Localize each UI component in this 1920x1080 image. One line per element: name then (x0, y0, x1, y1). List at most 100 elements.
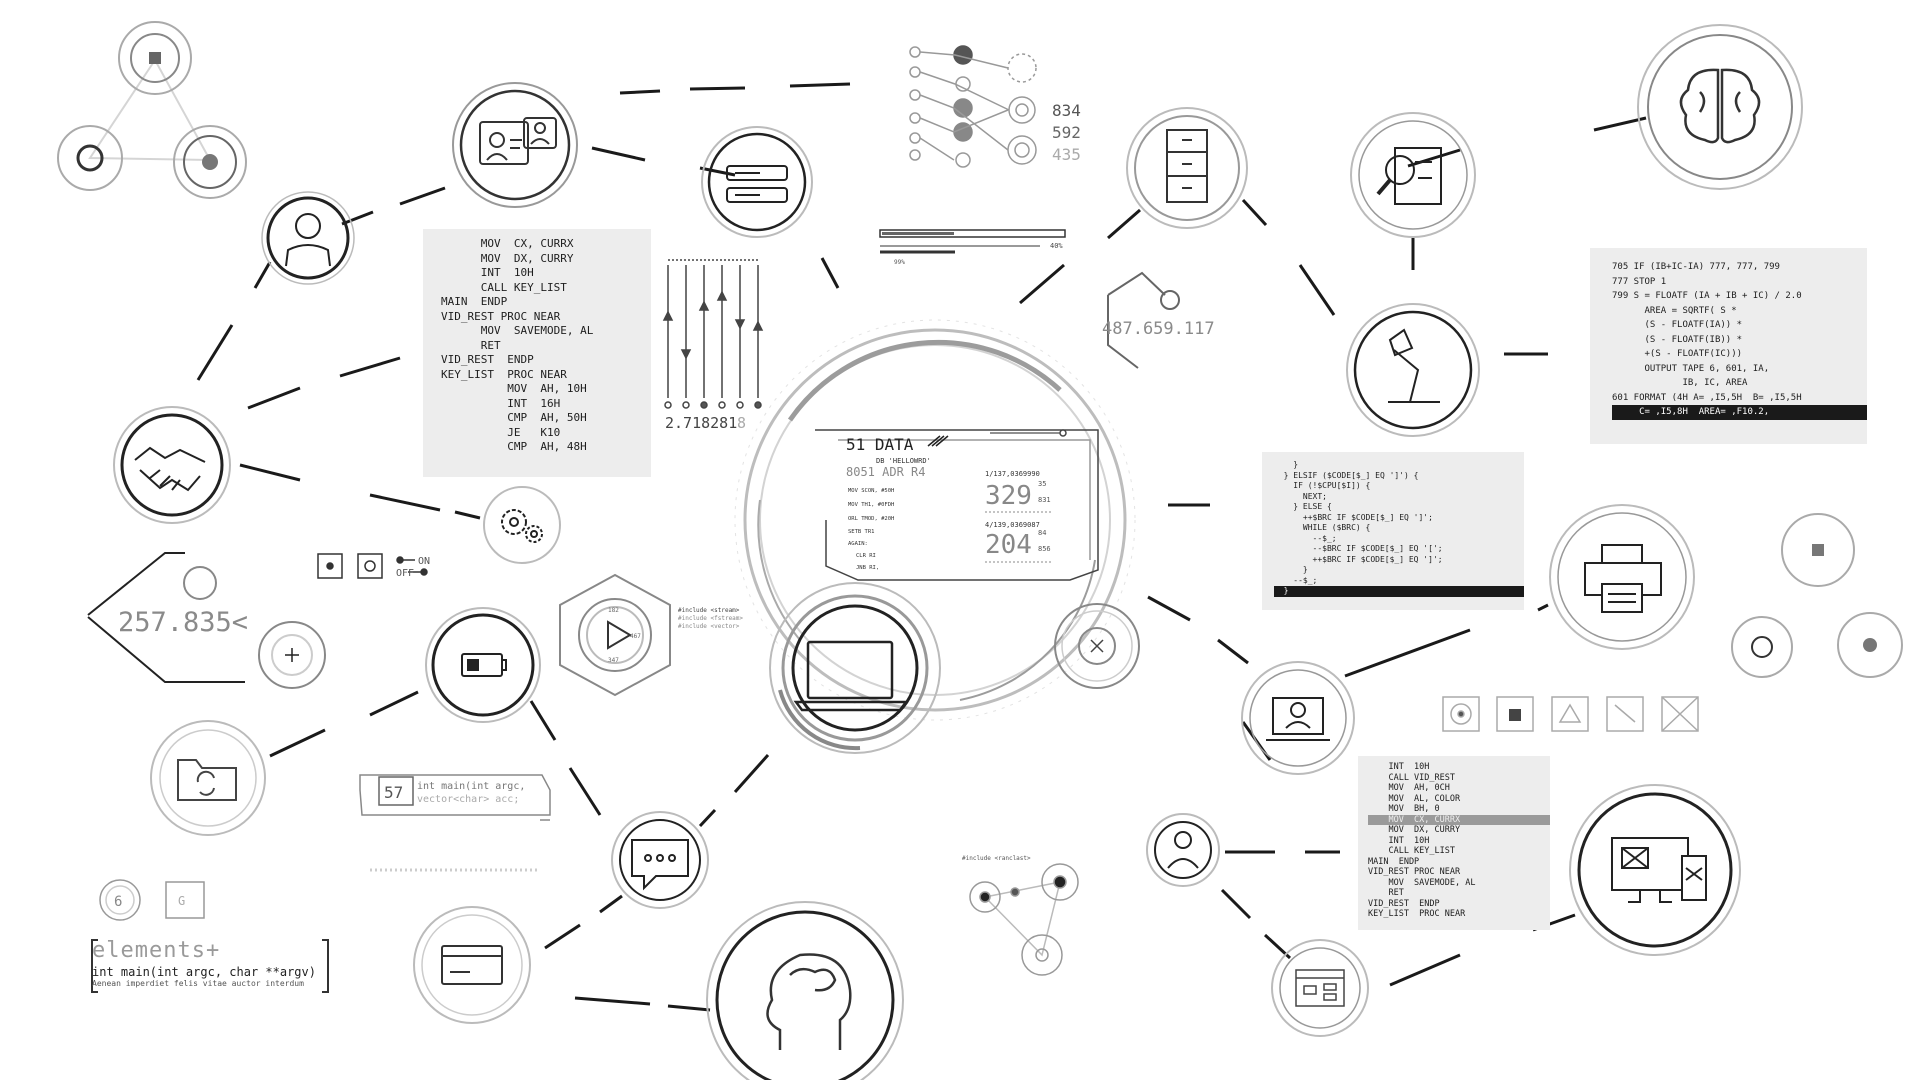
toggle-group[interactable] (317, 553, 428, 579)
stat-834: 834 (1052, 101, 1081, 120)
head-brain-node[interactable] (706, 901, 904, 1080)
hex-include-1: #include <stream> (678, 607, 740, 614)
laptop-node[interactable] (769, 582, 941, 754)
woman-user-node[interactable] (1146, 813, 1220, 887)
folder-sync-icon (177, 759, 237, 801)
cpp-line-2: vector<char> acc; (417, 794, 519, 805)
code-line: AREA = SQRTF( S * (1612, 305, 1737, 316)
code-line: } (1274, 460, 1299, 469)
code-line: JE K10 (441, 425, 561, 439)
code-line: --$_; (1274, 575, 1318, 585)
code-line: RET (1368, 888, 1404, 898)
readout-2-sup: 84 (1038, 529, 1046, 537)
handshake-icon (134, 446, 206, 492)
gears-icon (501, 509, 543, 543)
battery-icon (461, 653, 507, 677)
head-brain-icon (766, 953, 852, 1050)
elements-brackets (91, 939, 329, 993)
svg-text:AGAIN:: AGAIN: (848, 541, 868, 547)
code-line: MOV AH, 0CH (1368, 783, 1450, 793)
readout-257 (87, 552, 245, 683)
play-hex-node[interactable] (559, 573, 671, 697)
code-line: 799 S = FLOATF (IA + IB + IC) / 2.0 (1612, 291, 1802, 301)
readout-2-value: 204 (985, 530, 1032, 560)
printer-icon (1584, 544, 1662, 613)
code-line: VID_REST ENDP (1368, 898, 1440, 909)
target-node[interactable] (1054, 603, 1140, 689)
code-line: } ELSIF ($CODE[$_] EQ ']') { (1274, 470, 1419, 480)
readout-1-value: 329 (985, 481, 1032, 511)
code-line: MOV CX, CURRX (441, 237, 574, 250)
brain-node[interactable] (1637, 24, 1803, 190)
main-data-title: 51 DATA (846, 435, 914, 454)
responsive-devices-node[interactable] (1569, 784, 1741, 956)
progress-percent-1: 40% (1050, 242, 1063, 250)
code-line: VID_REST ENDP (441, 353, 534, 366)
woman-user-icon (1167, 831, 1199, 869)
folder-sync-node[interactable] (150, 720, 266, 836)
code-line: RET (441, 338, 501, 352)
hex-label-3: 347 (608, 657, 619, 664)
code-line: MAIN ENDP (441, 295, 508, 308)
code-line: MOV DX, CURRY (441, 251, 574, 265)
server-icon (726, 165, 788, 203)
code-line: VID_REST PROC NEAR (1368, 867, 1461, 877)
user-node[interactable] (261, 191, 355, 285)
battery-node[interactable] (425, 607, 541, 723)
flowchart-window-node[interactable] (1271, 939, 1369, 1037)
filing-cabinet-node[interactable] (1126, 107, 1248, 229)
video-call-node[interactable] (1241, 661, 1355, 775)
code-line: ++$BRC IF $CODE[$_] EQ ']'; (1274, 554, 1443, 564)
desk-lamp-node[interactable] (1346, 303, 1480, 437)
triangle-network-icon (57, 21, 247, 199)
progress-bars (879, 229, 1066, 254)
network-cluster-icon (969, 863, 1079, 976)
server-node[interactable] (701, 126, 813, 238)
code-panel-assembly-left: MOV CX, CURRX MOV DX, CURRY INT 10H CALL… (423, 229, 651, 477)
credit-card-node[interactable] (413, 906, 531, 1024)
code-line: MOV SAVEMODE, AL (1368, 877, 1476, 888)
square-icon-row (1442, 696, 1699, 732)
code-line: } (1274, 565, 1308, 574)
code-line: WHILE ($BRC) { (1274, 523, 1371, 532)
code-line: CMP AH, 48H (441, 440, 587, 453)
node-graph-icon (909, 45, 1037, 168)
toggle-off-label: OFF (396, 568, 414, 579)
triangle-network-right-icon (1731, 513, 1903, 678)
svg-text:CLR RI: CLR RI (856, 553, 876, 559)
hex-label-2: 467 (630, 633, 641, 640)
code-line: CALL KEY_LIST (1368, 846, 1455, 856)
code-line: MOV BH, 0 (1368, 804, 1440, 814)
code-line: 705 IF (IB+IC-IA) 777, 777, 799 (1612, 262, 1780, 272)
main-data-adr: 8051 ADR R4 (846, 465, 925, 479)
code-line: OUTPUT TAPE 6, 601, IA, (1612, 363, 1770, 374)
credit-card-icon (441, 945, 503, 985)
code-line: ++$BRC IF $CODE[$_] EQ ']'; (1274, 512, 1433, 522)
main-asm-lines: MOV SCON, #50H MOV TH1, #0FDH ORL TMOD, … (848, 488, 894, 571)
code-line: MOV AH, 10H (441, 382, 587, 395)
cpp-line-num: 57 (384, 783, 403, 802)
gears-node[interactable] (483, 486, 561, 564)
readout-257-value: 257.835< (118, 607, 248, 638)
chat-bubble-node[interactable] (611, 811, 709, 909)
document-search-node[interactable] (1350, 112, 1476, 238)
code-line: IF (!$CPU[$I]) { (1274, 481, 1371, 490)
code-line: --$BRC IF $CODE[$_] EQ '['; (1274, 544, 1443, 553)
code-line: CMP AH, 50H (441, 411, 587, 424)
chat-profiles-node[interactable] (452, 82, 578, 208)
printer-node[interactable] (1549, 504, 1695, 650)
code-line: (S - FLOATF(IB)) * (1612, 334, 1743, 345)
e-value: 2.718281 (665, 414, 737, 432)
code-line: +(S - FLOATF(IC))) (1612, 349, 1743, 359)
crosshair-node[interactable] (258, 621, 326, 689)
stat-435: 435 (1052, 145, 1081, 164)
play-icon (607, 620, 632, 650)
handshake-node[interactable] (113, 406, 231, 524)
code-line: MOV CX, CURRX (1368, 814, 1550, 825)
elements-title: elements+ (92, 938, 221, 963)
code-line: 777 STOP 1 (1612, 276, 1667, 287)
flowchart-window-icon (1295, 969, 1345, 1007)
code-line: KEY_LIST PROC NEAR (441, 367, 567, 381)
readout-2-label: 4/139,0369087 (985, 521, 1040, 529)
